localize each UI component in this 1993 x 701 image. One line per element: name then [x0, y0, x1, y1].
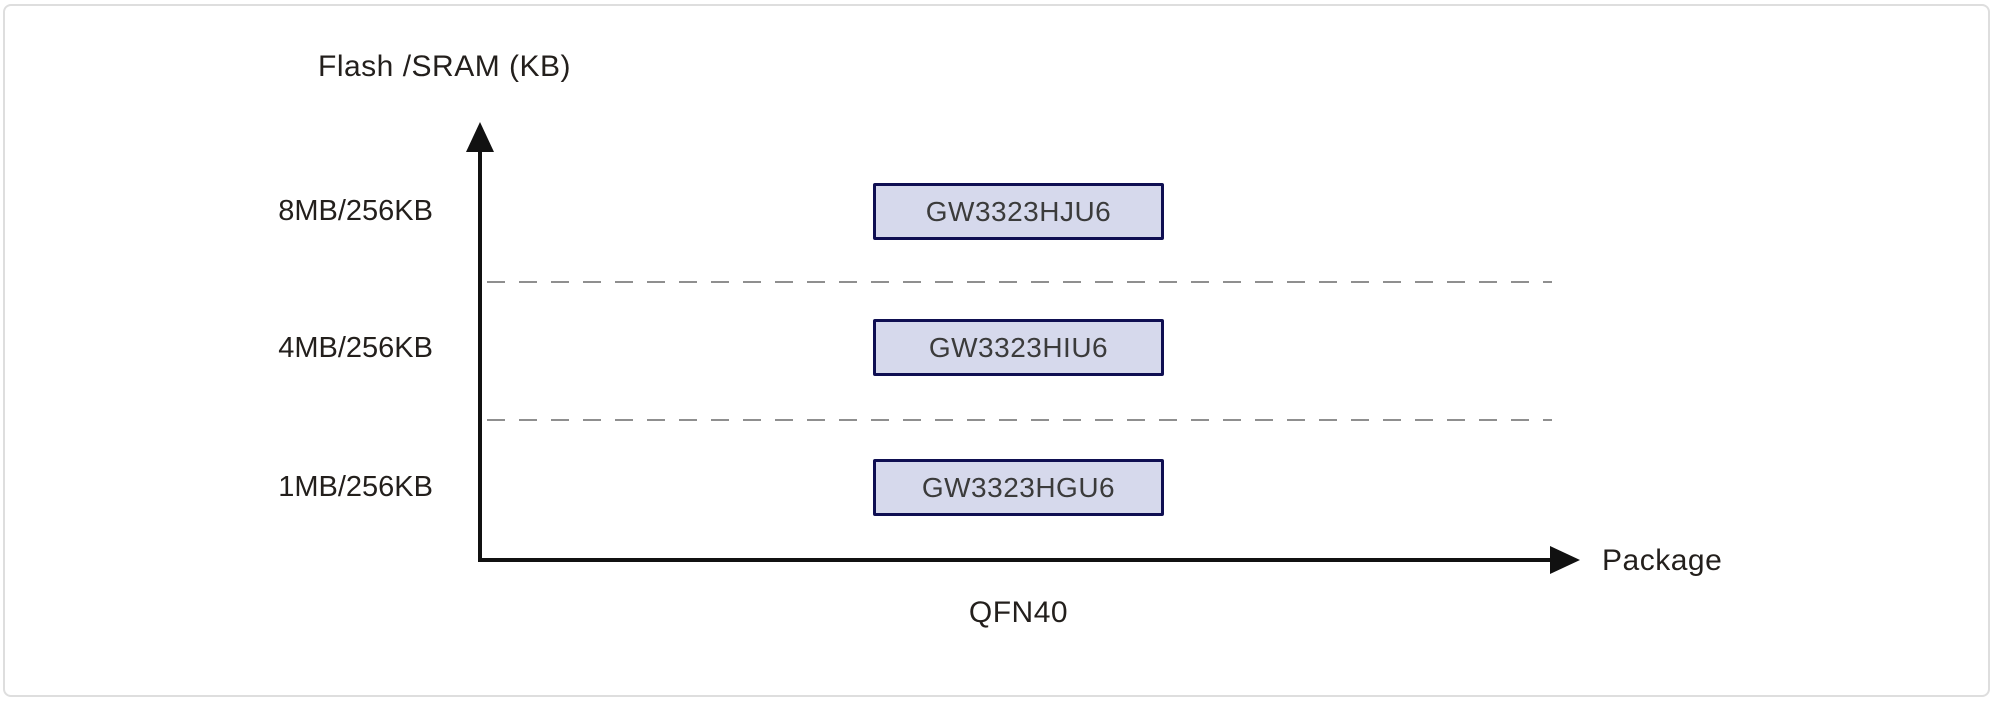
part-number-label: GW3323HGU6 [921, 471, 1116, 503]
x-category-label: QFN40 [968, 596, 1069, 629]
y-axis-line [478, 150, 482, 562]
x-axis-title: Package [1602, 544, 1723, 577]
part-number-label: GW3323HIU6 [928, 331, 1109, 363]
part-number-label: GW3323HJU6 [925, 195, 1112, 227]
x-axis-arrowhead-icon [1550, 546, 1580, 574]
x-axis-line [478, 558, 1554, 562]
part-number-box: GW3323HGU6 [873, 459, 1164, 516]
y-axis-title: Flash /SRAM (KB) [318, 50, 572, 83]
dashed-separator [487, 419, 1552, 421]
dashed-separator [487, 281, 1552, 283]
y-tick-label: 8MB/256KB [278, 195, 433, 227]
y-tick-label: 4MB/256KB [278, 332, 433, 364]
y-tick-label: 1MB/256KB [278, 471, 433, 503]
part-number-box: GW3323HJU6 [873, 183, 1164, 240]
part-number-box: GW3323HIU6 [873, 319, 1164, 376]
y-axis-arrowhead-icon [466, 122, 494, 152]
